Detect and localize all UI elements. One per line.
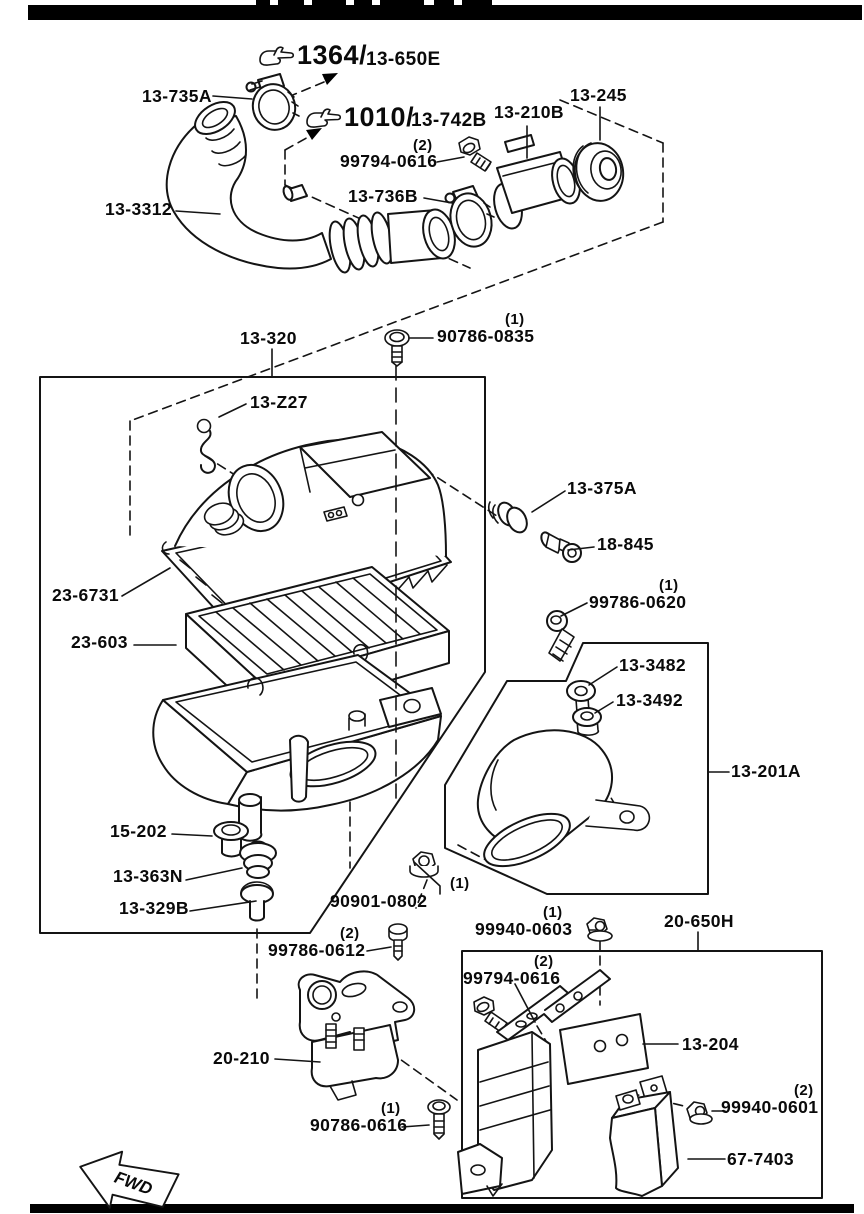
cropped-header-bar xyxy=(28,0,862,20)
hose-clamp-13-736B xyxy=(444,185,495,248)
qty-90901-0802: (1) xyxy=(450,875,470,892)
arrowhead-to-1364 xyxy=(322,73,338,85)
callout-99786-0612: 99786-0612 xyxy=(268,940,366,960)
qty-99940-0603: (1) xyxy=(543,904,563,921)
callout-90786-0616: 90786-0616 xyxy=(310,1115,408,1135)
bolt-99786-0612 xyxy=(388,923,408,961)
qty-99794-0616-top: (2) xyxy=(413,137,433,154)
bolt-99786-0620 xyxy=(546,610,575,662)
callout-18-845: 18-845 xyxy=(597,534,654,554)
callout-13-Z27: 13-Z27 xyxy=(250,392,308,412)
callout-13-204: 13-204 xyxy=(682,1034,739,1054)
callout-ref-1010: 1010/ xyxy=(344,102,415,132)
group-box-20-650H xyxy=(461,950,823,1199)
callout-13-363N: 13-363N xyxy=(113,866,183,886)
pointing-hand-icon-1010 xyxy=(306,108,342,128)
qty-90786-0616: (1) xyxy=(381,1100,401,1117)
bracket-20-210 xyxy=(297,970,416,1101)
cropped-footer-bar xyxy=(30,1204,854,1213)
callout-13-3312: 13-3312 xyxy=(105,199,173,219)
arrowhead-to-1010 xyxy=(306,128,322,140)
callout-99940-0603: 99940-0603 xyxy=(475,919,573,939)
callout-23-603: 23-603 xyxy=(71,632,128,652)
nut-99940-0601 xyxy=(686,1101,713,1125)
bolt-90786-0835 xyxy=(384,329,410,367)
sensor-18-845 xyxy=(540,531,582,563)
callout-99794-0616-top: 99794-0616 xyxy=(340,151,438,171)
callout-13-201A: 13-201A xyxy=(731,761,801,781)
callout-90901-0802: 90901-0802 xyxy=(330,891,428,911)
fresh-air-duct xyxy=(476,729,651,868)
grommet-15-202 xyxy=(213,821,249,858)
callout-20-650H: 20-650H xyxy=(664,911,734,931)
callout-part-13-650E: 13-650E xyxy=(366,49,441,70)
callout-20-210: 20-210 xyxy=(213,1048,270,1068)
callout-13-735A: 13-735A xyxy=(142,86,212,106)
bolt-90786-0616 xyxy=(427,1099,451,1140)
callout-67-7403: 67-7403 xyxy=(727,1149,795,1169)
callout-99940-0601: 99940-0601 xyxy=(721,1097,819,1117)
callout-99794-0616-bottom: 99794-0616 xyxy=(463,968,561,988)
qty-99794-0616-bottom: (2) xyxy=(534,953,554,970)
qty-90786-0835: (1) xyxy=(505,311,525,328)
qty-99940-0601: (2) xyxy=(794,1082,814,1099)
grommet-13-3492 xyxy=(572,707,602,736)
callout-15-202: 15-202 xyxy=(110,821,167,841)
callout-13-210B: 13-210B xyxy=(494,102,564,122)
airflow-meter-13-210B xyxy=(493,134,581,230)
callout-13-245: 13-245 xyxy=(570,85,627,105)
bolt-99794-0616-bottom xyxy=(473,996,508,1033)
callout-13-329B: 13-329B xyxy=(119,898,189,918)
air-duct-ring-13-245 xyxy=(572,142,625,202)
callout-90786-0835: 90786-0835 xyxy=(437,326,535,346)
pointing-hand-icon-1364 xyxy=(259,46,295,66)
callout-part-13-742B: 13-742B xyxy=(411,110,487,131)
bracket-13-204 xyxy=(457,969,669,1197)
air-cleaner-lower-case xyxy=(152,643,442,842)
callout-99786-0620: 99786-0620 xyxy=(589,592,687,612)
qty-99786-0620: (1) xyxy=(659,577,679,594)
callout-13-375A: 13-375A xyxy=(567,478,637,498)
bolt-99794-0616-top xyxy=(458,136,492,172)
air-hose-13-3312 xyxy=(165,100,456,274)
callout-ref-1364: 1364/ xyxy=(297,40,368,70)
bracket-hook-13-Z27 xyxy=(196,418,216,474)
callout-13-736B: 13-736B xyxy=(348,186,418,206)
group-box-13-320 xyxy=(39,376,486,934)
callout-13-3492: 13-3492 xyxy=(616,690,684,710)
leader-lines xyxy=(121,95,730,1160)
callout-13-320: 13-320 xyxy=(240,328,297,348)
group-box-13-201A xyxy=(444,642,709,895)
callout-13-3482: 13-3482 xyxy=(619,655,687,675)
qty-99786-0612: (2) xyxy=(340,925,360,942)
callout-23-6731: 23-6731 xyxy=(52,585,120,605)
rubber-mount-13-329B xyxy=(240,881,274,922)
rubber-mount-13-363N xyxy=(239,840,277,879)
grommet-13-375A xyxy=(487,501,528,534)
hose-clamp-13-735A xyxy=(245,73,300,131)
fwd-arrow: FWD xyxy=(79,1150,180,1209)
nut-90901-0802 xyxy=(409,851,439,878)
air-cleaner-cover-23-6731 xyxy=(161,431,452,642)
resonator-67-7403 xyxy=(609,1089,679,1197)
